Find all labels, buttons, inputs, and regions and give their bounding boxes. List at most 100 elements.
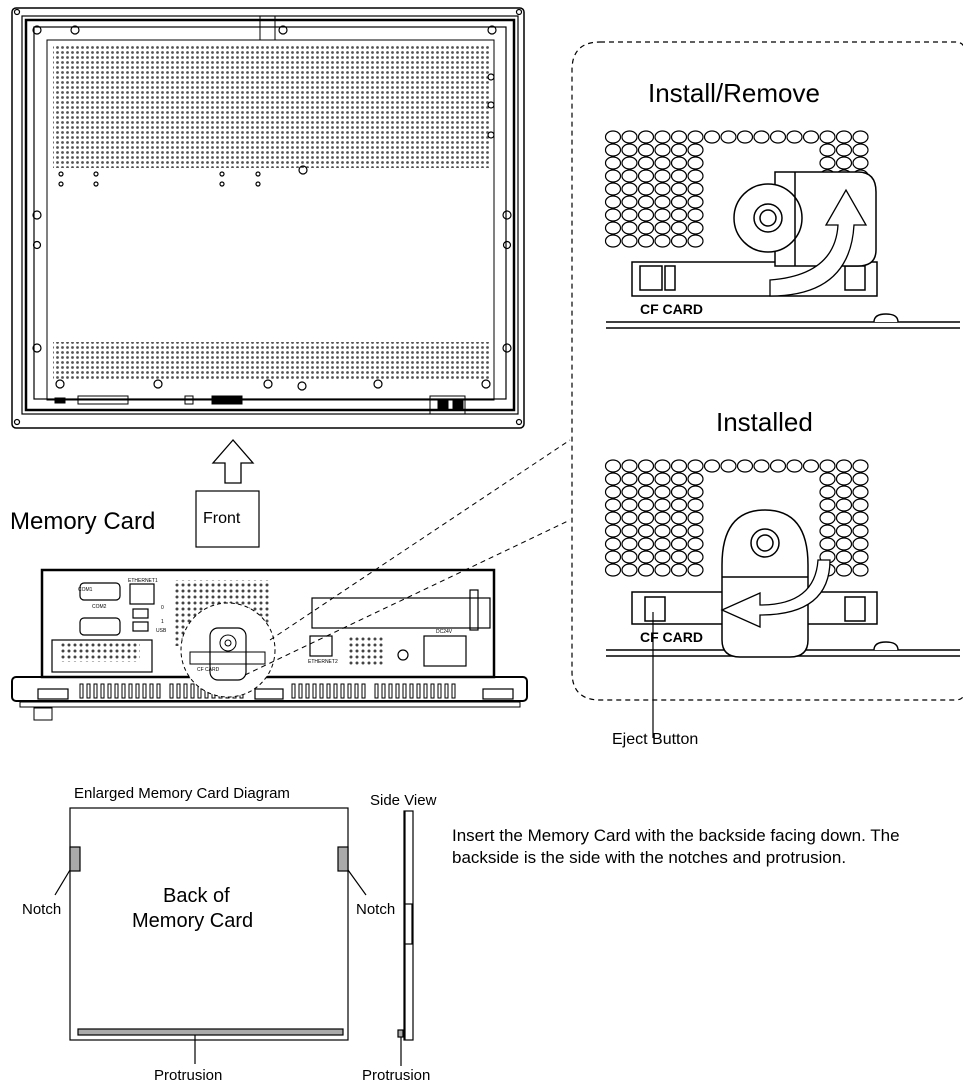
- enlarged-diagram-title: Enlarged Memory Card Diagram: [74, 785, 290, 802]
- vent-hole: [670, 511, 688, 525]
- vent-hole: [637, 459, 655, 473]
- vent-hole: [852, 130, 869, 144]
- vent-hole: [687, 195, 704, 209]
- vent-hole: [670, 524, 688, 538]
- vent-hole: [637, 221, 655, 235]
- vent-hole: [852, 511, 869, 525]
- vent-hole: [621, 195, 638, 209]
- vent-hole: [604, 130, 622, 144]
- vent-hole: [819, 156, 836, 170]
- vent-hole: [670, 221, 688, 235]
- vent-hole: [670, 550, 688, 564]
- vent-hole: [852, 485, 869, 499]
- com1-label: COM1: [78, 587, 93, 593]
- vent-hole: [637, 195, 655, 209]
- vent-hole: [621, 130, 638, 144]
- vent-hole: [670, 234, 688, 248]
- vent-hole: [835, 537, 853, 551]
- notch-left-label: Notch: [22, 901, 62, 918]
- cf-card-small-label: CF CARD: [197, 667, 220, 673]
- vent-hole: [670, 537, 688, 551]
- vent-hole: [703, 459, 721, 473]
- vent-hole: [604, 221, 622, 235]
- vent-hole: [819, 524, 836, 538]
- vent-hole: [736, 130, 754, 144]
- vent-hole: [670, 498, 688, 512]
- com2-label: COM2: [92, 604, 107, 610]
- vent-hole: [604, 182, 622, 196]
- vent-hole: [819, 498, 836, 512]
- vent-hole: [852, 472, 869, 486]
- vent-hole: [802, 459, 820, 473]
- vent-hole: [687, 459, 704, 473]
- vent-hole: [604, 234, 622, 248]
- vent-hole: [654, 472, 671, 486]
- vent-hole: [637, 498, 655, 512]
- memory-card-label: Memory Card: [10, 508, 156, 535]
- vent-hole: [835, 485, 853, 499]
- vent-hole: [637, 537, 655, 551]
- vent-hole: [786, 459, 803, 473]
- vent-hole: [670, 156, 688, 170]
- vent-hole: [621, 234, 638, 248]
- vent-hole: [670, 143, 688, 157]
- protrusion-left-label: Protrusion: [154, 1067, 223, 1084]
- vent-hole: [621, 182, 638, 196]
- up-arrow-icon: [211, 439, 255, 484]
- vent-hole: [621, 143, 638, 157]
- vent-hole: [621, 485, 638, 499]
- vent-hole: [621, 563, 638, 577]
- vent-hole: [835, 563, 853, 577]
- vent-hole: [621, 537, 638, 551]
- vent-hole: [835, 143, 853, 157]
- vent-hole: [819, 537, 836, 551]
- vent-hole: [670, 195, 688, 209]
- vent-hole: [654, 511, 671, 525]
- vent-hole: [687, 472, 704, 486]
- vent-hole: [687, 537, 704, 551]
- vent-hole: [604, 550, 622, 564]
- front-label-box: [195, 490, 260, 548]
- vent-hole: [604, 524, 622, 538]
- vent-hole: [687, 524, 704, 538]
- rear-panel-view: [11, 7, 525, 429]
- usb-label: USB: [156, 628, 167, 634]
- vent-hole: [703, 130, 721, 144]
- vent-hole: [637, 234, 655, 248]
- vent-hole: [604, 208, 622, 222]
- bottom-device-view: [11, 568, 528, 721]
- vent-hole: [621, 472, 638, 486]
- vent-hole: [687, 156, 704, 170]
- vent-hole: [604, 511, 622, 525]
- memory-card-side: [397, 810, 414, 1066]
- vent-hole: [753, 130, 770, 144]
- vent-hole: [687, 485, 704, 499]
- vent-hole: [670, 208, 688, 222]
- vent-hole: [687, 208, 704, 222]
- vent-hole: [637, 472, 655, 486]
- vent-hole: [687, 143, 704, 157]
- installed-view: [604, 459, 869, 577]
- vent-hole: [621, 156, 638, 170]
- vent-hole: [670, 485, 688, 499]
- vent-hole: [687, 511, 704, 525]
- vent-hole: [654, 498, 671, 512]
- vent-hole: [852, 550, 869, 564]
- vent-hole: [720, 130, 737, 144]
- vent-hole: [654, 234, 671, 248]
- vent-hole: [687, 550, 704, 564]
- vent-hole: [819, 459, 836, 473]
- vent-hole: [654, 485, 671, 499]
- vent-hole: [736, 459, 754, 473]
- vent-hole: [621, 208, 638, 222]
- vent-hole: [835, 550, 853, 564]
- vent-hole: [654, 143, 671, 157]
- vent-hole: [621, 169, 638, 183]
- vent-hole: [819, 130, 836, 144]
- vent-hole: [621, 221, 638, 235]
- vent-hole: [604, 195, 622, 209]
- vent-hole: [786, 130, 803, 144]
- vent-hole: [637, 156, 655, 170]
- eject-button-label: Eject Button: [612, 731, 699, 748]
